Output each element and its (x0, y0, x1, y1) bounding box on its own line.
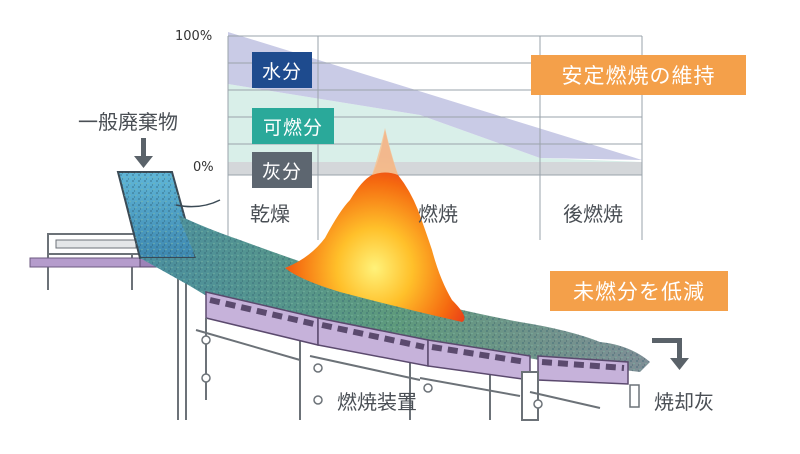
stage-label-combustion: 燃焼 (418, 202, 458, 226)
device-label: 燃焼装置 (337, 390, 417, 414)
ash-output-arrow (652, 338, 689, 370)
grate-module-4 (521, 355, 640, 421)
hopper-chute-edge (175, 199, 221, 208)
y-tick-0: 0% (193, 160, 214, 175)
ash-output-label: 焼却灰 (654, 390, 714, 414)
hopper-speckle (118, 172, 196, 258)
badge-combustible: 可燃分 (252, 108, 334, 144)
grate-modules (195, 291, 640, 421)
waste-input-label: 一般廃棄物 (78, 110, 178, 134)
grate-module-2 (309, 317, 429, 405)
badge-ash: 灰分 (252, 152, 312, 188)
stage-label-post-combustion: 後燃焼 (563, 202, 623, 226)
combustible-area (228, 84, 642, 168)
stage-label-drying: 乾燥 (250, 202, 290, 226)
flame-tip (372, 128, 398, 175)
water-area (228, 32, 642, 160)
pusher-body (55, 239, 137, 249)
badge-water: 水分 (252, 52, 312, 88)
flame (285, 130, 465, 322)
ash-area (228, 162, 642, 175)
input-arrow (134, 138, 153, 168)
callout-reduce-unburned: 未燃分を低減 (550, 271, 728, 311)
y-tick-100: 100% (175, 29, 213, 44)
callout-stable-combustion: 安定燃焼の維持 (531, 55, 746, 95)
